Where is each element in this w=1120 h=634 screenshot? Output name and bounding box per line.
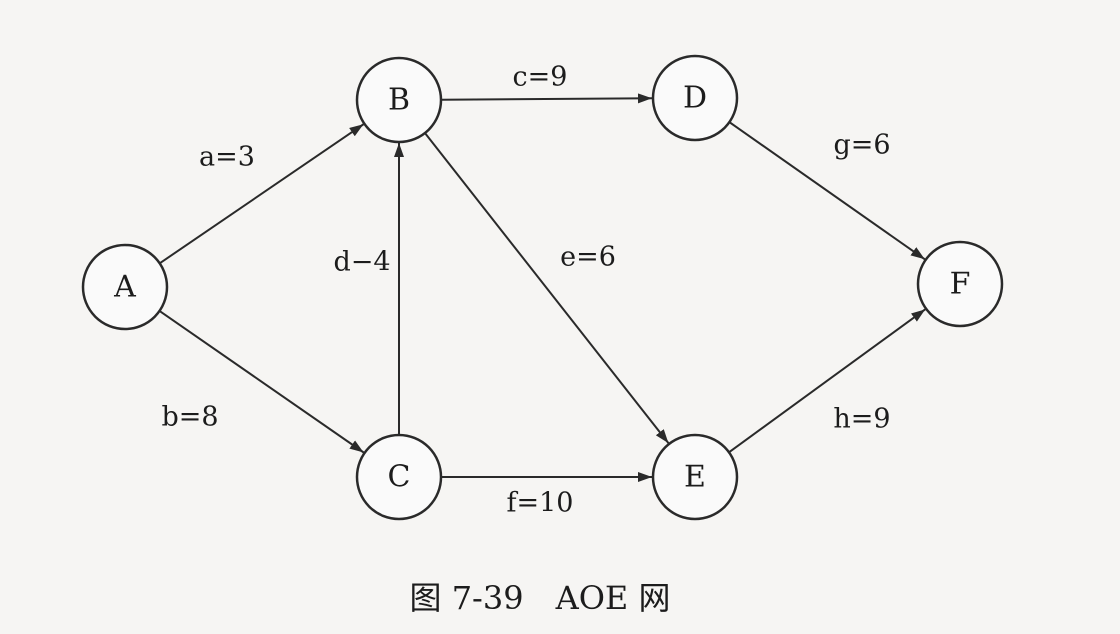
edge-b-label: b=8 (161, 402, 218, 433)
node-A-circle (81, 243, 169, 331)
node-F-circle (916, 240, 1004, 328)
node-A: A (81, 243, 169, 331)
node-E-label: E (684, 460, 706, 495)
node-C: C (355, 433, 443, 521)
edge-h-arrow (728, 308, 926, 454)
edge-d-label: d−4 (333, 247, 390, 278)
edge-e-arrow (424, 132, 670, 444)
node-D-label: D (683, 81, 707, 116)
edge-h-label: h=9 (833, 404, 890, 435)
node-B: B (355, 56, 443, 144)
edge-c-label: c=9 (513, 62, 568, 93)
edge-c-arrow (440, 93, 653, 104)
node-C-circle (355, 433, 443, 521)
edge-f-label: f=10 (507, 488, 574, 519)
node-C-label: C (388, 460, 411, 495)
edge-g-label: g=6 (833, 130, 890, 161)
node-D: D (651, 54, 739, 142)
edge-a-arrow (159, 123, 365, 265)
node-E: E (651, 433, 739, 521)
node-E-circle (651, 433, 739, 521)
node-F: F (916, 240, 1004, 328)
edge-b-arrow (158, 310, 365, 454)
edge-labels-layer: a=3 b=8 c=9 d−4 e=6 f=10 g=6 h=9 (161, 62, 890, 519)
node-A-label: A (113, 270, 136, 305)
edge-a-label: a=3 (199, 142, 255, 173)
node-D-circle (651, 54, 739, 142)
node-B-label: B (388, 83, 410, 118)
edge-g-arrow (728, 121, 926, 261)
node-F-label: F (950, 267, 971, 302)
node-B-circle (355, 56, 443, 144)
figure-caption: 图 7-39 AOE 网 (410, 579, 671, 617)
edges-layer (158, 93, 926, 482)
nodes-layer: A B C D E F (81, 54, 1004, 521)
edge-e-label: e=6 (560, 242, 616, 273)
